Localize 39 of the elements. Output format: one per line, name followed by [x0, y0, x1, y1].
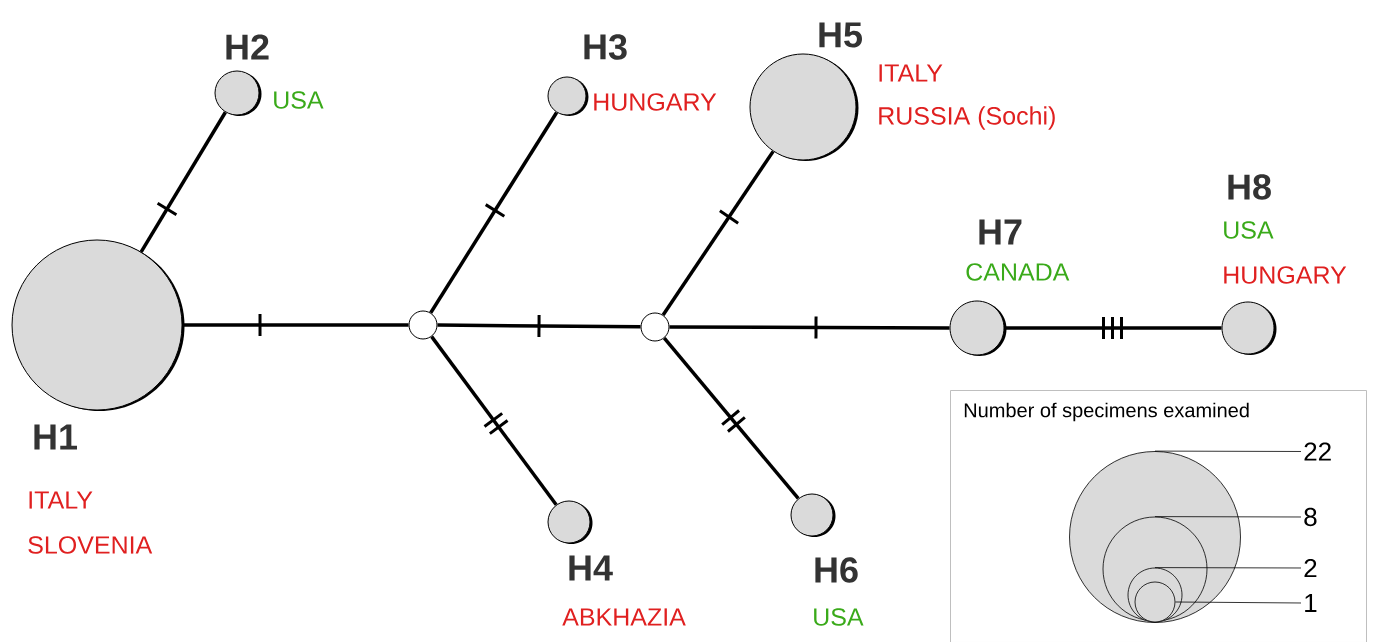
country-label: HUNGARY: [594, 93, 717, 111]
network-link: [437, 323, 641, 329]
haplotype-label: H6: [815, 557, 858, 583]
size-number: 1: [1305, 594, 1317, 612]
haplotype-label: H1: [34, 424, 77, 450]
country-label: ITALY: [29, 491, 93, 509]
haplotype-label: H7: [979, 219, 1022, 245]
haplotype-label: H4: [569, 555, 613, 581]
size-number: 2: [1304, 558, 1317, 578]
country-label: RUSSIA (Sochi): [879, 106, 1055, 130]
network-link: [662, 337, 800, 500]
leader-line: [1154, 567, 1302, 569]
haplotype-label: H8: [1228, 174, 1271, 200]
network-link: [1004, 326, 1222, 330]
median-vector-circle: [640, 312, 670, 342]
country-label: USA: [274, 91, 324, 109]
leader-line: [1175, 601, 1302, 604]
size-number: 22: [1304, 442, 1331, 461]
country-label: SLOVENIA: [28, 536, 153, 554]
country-label: USA: [814, 608, 864, 626]
network-link: [661, 150, 775, 316]
haplotype-label: H3: [584, 34, 627, 60]
haplotype-label: H5: [819, 22, 862, 48]
network-link: [182, 323, 409, 327]
size-circle: [1134, 581, 1176, 623]
leader-line: [1154, 450, 1302, 452]
network-link: [669, 325, 950, 330]
country-label: USA: [1224, 221, 1274, 239]
country-label: ABKHAZIA: [562, 608, 686, 626]
country-label: CANADA: [966, 263, 1070, 281]
size-number: 8: [1304, 507, 1317, 527]
network-link: [430, 335, 558, 506]
network-link: [139, 111, 227, 253]
haplotype-label: H2: [226, 34, 269, 60]
network-link: [429, 111, 559, 314]
median-vector-circle: [408, 310, 438, 340]
leader-line: [1154, 516, 1302, 518]
country-label: HUNGARY: [1224, 266, 1347, 284]
country-label: ITALY: [879, 64, 943, 82]
